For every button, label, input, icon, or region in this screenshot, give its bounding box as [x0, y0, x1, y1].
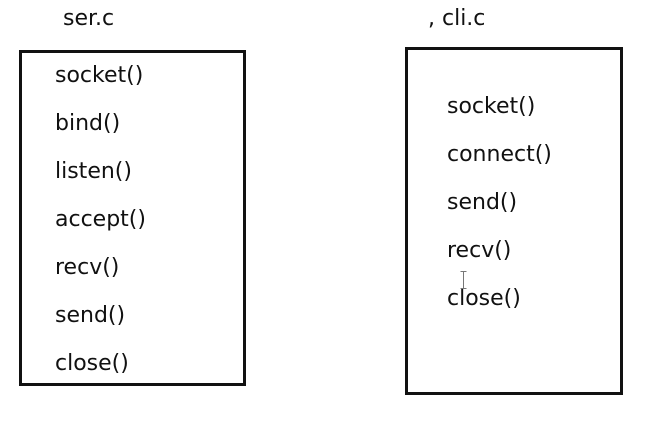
server-fn-send: send() [55, 303, 126, 328]
server-calls-box: socket() bind() listen() accept() recv()… [19, 50, 246, 386]
server-fn-listen: listen() [55, 159, 132, 184]
server-fn-accept: accept() [55, 207, 146, 232]
client-calls-box: socket() connect() send() recv() close() [405, 47, 623, 395]
client-fn-send: send() [447, 190, 518, 215]
client-file-title: , cli.c [428, 6, 486, 31]
client-fn-socket: socket() [447, 94, 536, 119]
server-fn-socket: socket() [55, 63, 144, 88]
client-fn-close: close() [447, 286, 521, 311]
text-cursor-icon [460, 271, 467, 289]
server-function-list: socket() bind() listen() accept() recv()… [55, 63, 146, 377]
client-fn-recv: recv() [447, 238, 512, 263]
server-file-title: ser.c [63, 6, 115, 31]
server-fn-recv: recv() [55, 255, 120, 280]
server-fn-bind: bind() [55, 111, 121, 136]
client-fn-connect: connect() [447, 142, 552, 167]
client-function-list: socket() connect() send() recv() close() [447, 94, 552, 312]
server-fn-close: close() [55, 351, 129, 376]
